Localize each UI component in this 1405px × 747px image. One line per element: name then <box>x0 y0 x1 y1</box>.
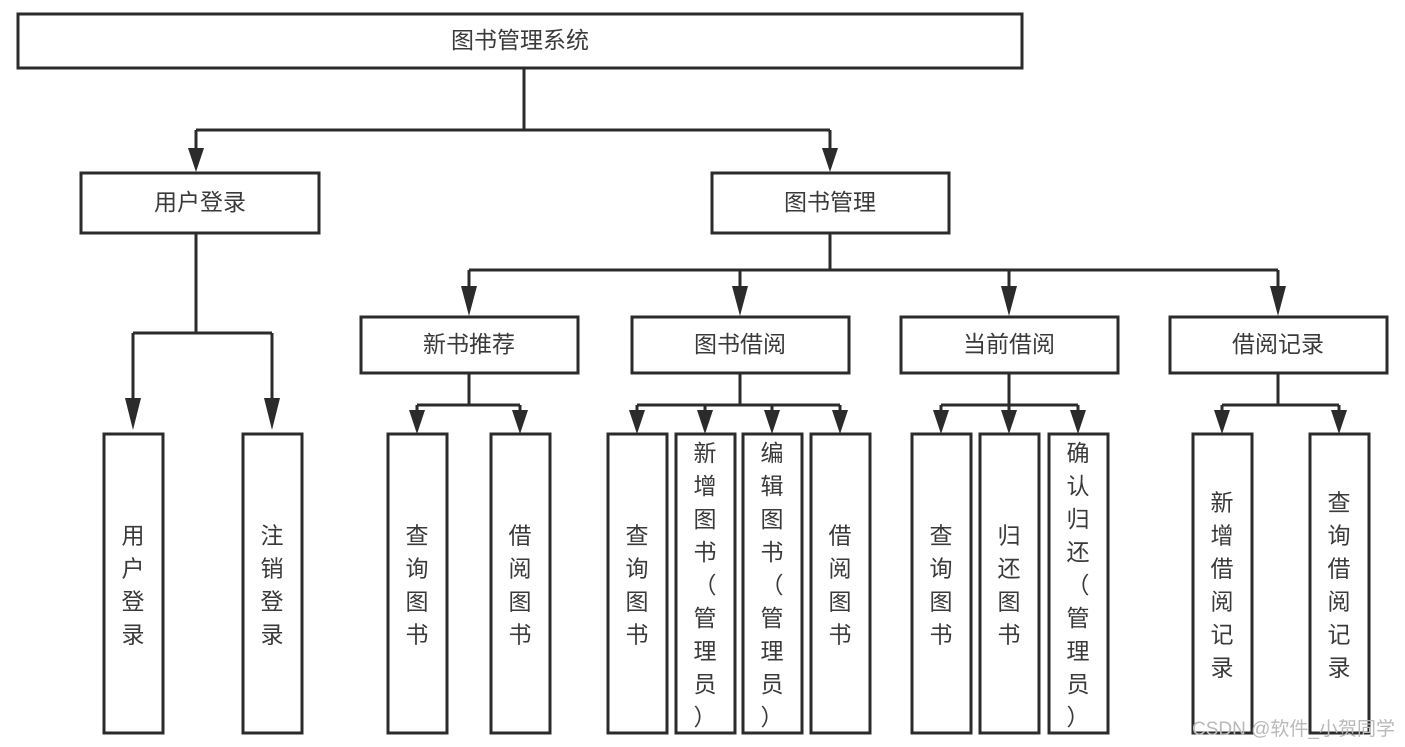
leaf-logout-label: 注销登录 <box>261 523 284 648</box>
leaf-logout-box[interactable] <box>241 432 304 735</box>
leaf-confirm-return[interactable]: 确认归还（管理员） <box>1047 432 1110 735</box>
leaf-query-book-1-label: 查询图书 <box>406 523 429 648</box>
node-user-login[interactable]: 用户登录 <box>79 171 321 235</box>
leaf-return-book-label: 归还图书 <box>998 523 1021 648</box>
arrowhead-leaf-add-record <box>1214 410 1230 434</box>
node-root-label: 图书管理系统 <box>451 27 589 53</box>
arrowhead-leaf-query-book-1 <box>409 410 425 434</box>
leaf-query-record[interactable]: 查询借阅记录 <box>1308 432 1371 735</box>
leaf-borrow-book-2-label: 借阅图书 <box>829 523 852 648</box>
node-new-book-recommend-box[interactable] <box>359 315 580 375</box>
leaf-add-record[interactable]: 新增借阅记录 <box>1191 432 1254 735</box>
leaf-borrow-book-1[interactable]: 借阅图书 <box>489 432 552 735</box>
leaf-user-login[interactable]: 用户登录 <box>102 432 165 735</box>
leaf-logout[interactable]: 注销登录 <box>241 432 304 735</box>
node-current-borrow[interactable]: 当前借阅 <box>899 315 1120 375</box>
leaf-borrow-book-1-box[interactable] <box>489 432 552 735</box>
arrowhead-leaf-query-record <box>1331 410 1347 434</box>
arrowhead-leaf-query-book-2 <box>629 410 645 434</box>
leaf-query-book-2-box[interactable] <box>606 432 669 735</box>
arrowhead-leaf-return-book <box>1001 410 1017 434</box>
leaf-confirm-return-box[interactable] <box>1047 432 1110 735</box>
node-new-book-recommend-label: 新书推荐 <box>423 331 515 357</box>
node-book-borrow-label: 图书借阅 <box>694 331 786 357</box>
node-book-manage-label: 图书管理 <box>784 189 876 215</box>
leaf-edit-book[interactable]: 编辑图书（管理员） <box>741 432 804 735</box>
node-current-borrow-box[interactable] <box>899 315 1120 375</box>
node-borrow-record-label: 借阅记录 <box>1232 331 1324 357</box>
leaf-add-book-label: 新增图书（管理员） <box>694 440 717 730</box>
node-borrow-record-box[interactable] <box>1168 315 1389 375</box>
leaf-query-book-2-label: 查询图书 <box>626 523 649 648</box>
leaf-query-record-box[interactable] <box>1308 432 1371 735</box>
node-book-borrow[interactable]: 图书借阅 <box>630 315 851 375</box>
leaf-user-login-label: 用户登录 <box>122 523 145 648</box>
arrowhead-leaf-query-book-3 <box>933 410 949 434</box>
node-new-book-recommend[interactable]: 新书推荐 <box>359 315 580 375</box>
leaf-borrow-book-2-box[interactable] <box>809 432 872 735</box>
node-root-box[interactable] <box>16 12 1024 70</box>
arrowhead-leaf-edit-book <box>764 410 780 434</box>
arrowhead-leaf-confirm-return <box>1070 410 1086 434</box>
node-root[interactable]: 图书管理系统 <box>16 12 1024 70</box>
leaf-user-login-box[interactable] <box>102 432 165 735</box>
node-book-borrow-box[interactable] <box>630 315 851 375</box>
node-book-manage-box[interactable] <box>710 171 951 235</box>
node-user-login-box[interactable] <box>79 171 321 235</box>
leaf-add-record-label: 新增借阅记录 <box>1211 490 1234 681</box>
node-user-login-label: 用户登录 <box>154 189 246 215</box>
node-book-manage[interactable]: 图书管理 <box>710 171 951 235</box>
leaf-borrow-book-1-label: 借阅图书 <box>509 523 532 648</box>
arrowhead-leaf-user-login <box>125 398 141 430</box>
leaf-edit-book-box[interactable] <box>741 432 804 735</box>
arrowhead-leaf-logout <box>264 398 280 430</box>
arrowhead-leaf-add-book <box>697 410 713 434</box>
arrowhead-borrow-record <box>1270 286 1286 316</box>
leaf-query-book-3-label: 查询图书 <box>930 523 953 648</box>
leaf-query-book-3[interactable]: 查询图书 <box>910 432 973 735</box>
leaf-return-book[interactable]: 归还图书 <box>978 432 1041 735</box>
arrowhead-leaf-borrow-book-2 <box>832 410 848 434</box>
node-current-borrow-label: 当前借阅 <box>963 331 1055 357</box>
leaf-return-book-box[interactable] <box>978 432 1041 735</box>
leaf-query-book-2[interactable]: 查询图书 <box>606 432 669 735</box>
arrowhead-current-borrow <box>1001 286 1017 316</box>
arrowhead-user-login <box>188 148 204 172</box>
connector-layer <box>125 68 1347 434</box>
arrowhead-book-borrow <box>732 286 748 316</box>
leaf-query-book-3-box[interactable] <box>910 432 973 735</box>
leaf-query-book-1-box[interactable] <box>386 432 449 735</box>
arrowhead-new-book-recommend <box>461 286 477 316</box>
arrowhead-book-manage <box>822 148 838 172</box>
node-borrow-record[interactable]: 借阅记录 <box>1168 315 1389 375</box>
leaf-query-record-label: 查询借阅记录 <box>1328 490 1351 681</box>
leaf-borrow-book-2[interactable]: 借阅图书 <box>809 432 872 735</box>
leaf-add-record-box[interactable] <box>1191 432 1254 735</box>
arrowhead-leaf-borrow-book-1 <box>512 410 528 434</box>
leaf-query-book-1[interactable]: 查询图书 <box>386 432 449 735</box>
leaf-add-book-box[interactable] <box>674 432 737 735</box>
leaf-add-book[interactable]: 新增图书（管理员） <box>674 432 737 735</box>
leaf-edit-book-label: 编辑图书（管理员） <box>761 440 784 730</box>
leaf-confirm-return-label: 确认归还（管理员） <box>1067 440 1090 730</box>
